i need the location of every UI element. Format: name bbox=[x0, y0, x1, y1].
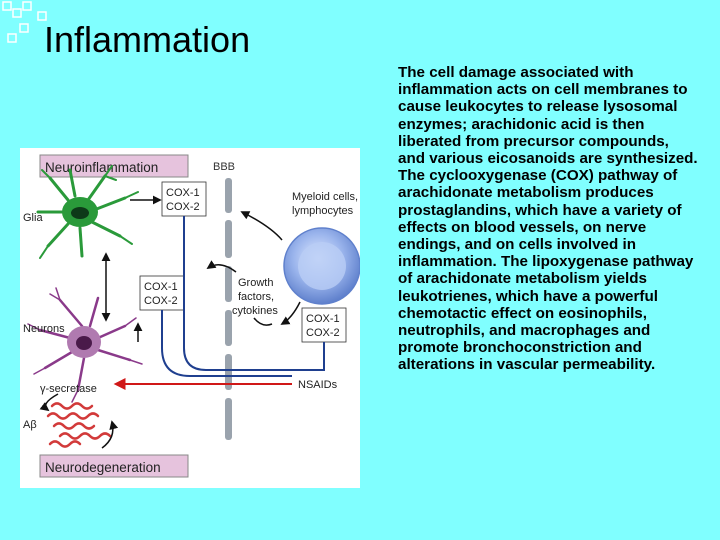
slide-title: Inflammation bbox=[44, 19, 251, 60]
bbb-segment bbox=[225, 266, 232, 302]
cox1-mid-label: COX-1 bbox=[144, 281, 178, 293]
neuroinflammation-label: Neuroinflammation bbox=[45, 160, 158, 175]
neuroinflammation-label-box bbox=[39, 154, 189, 178]
cox1-top-label: COX-1 bbox=[166, 187, 200, 199]
myeloid-label-line2: lymphocytes bbox=[292, 205, 354, 217]
cox2-right-label: COX-2 bbox=[306, 327, 340, 339]
neuroinflammation-figure: Neuroinflammation BBB Glia COX-1 COX-2 M… bbox=[20, 148, 361, 488]
cox-top-box bbox=[161, 181, 207, 217]
myeloid-label-line1: Myeloid cells, bbox=[292, 191, 358, 203]
growth-label-line3: cytokines bbox=[232, 305, 278, 317]
cox2-top-label: COX-2 bbox=[166, 201, 200, 213]
gamma-secretase-label: γ-secretase bbox=[40, 383, 97, 395]
bbb-segment bbox=[225, 398, 232, 440]
bbb-segment bbox=[225, 178, 232, 213]
abeta-label: Aβ bbox=[23, 419, 37, 431]
growth-label-line2: factors, bbox=[238, 291, 274, 303]
neurodegeneration-label: Neurodegeneration bbox=[45, 460, 161, 475]
cox-pathway-lines bbox=[161, 216, 325, 377]
neurodegeneration-label-box bbox=[39, 454, 189, 478]
glia-cell-icon bbox=[36, 165, 139, 259]
neurons-label: Neurons bbox=[23, 323, 65, 335]
cox2-mid-label: COX-2 bbox=[144, 295, 178, 307]
growth-label-line1: Growth bbox=[238, 277, 273, 289]
glia-label: Glia bbox=[23, 212, 43, 224]
cox-mid-box bbox=[139, 275, 185, 311]
interaction-arrows bbox=[39, 195, 301, 449]
abeta-aggregate-icon bbox=[46, 402, 112, 448]
slide-body-text: The cell damage associated with inflamma… bbox=[398, 64, 698, 374]
bbb-segment bbox=[225, 354, 232, 390]
bbb-label: BBB bbox=[213, 161, 235, 173]
cox1-right-label: COX-1 bbox=[306, 313, 340, 325]
nsaids-label: NSAIDs bbox=[298, 379, 338, 391]
neuron-cell-icon bbox=[27, 287, 143, 403]
bbb-segment bbox=[225, 220, 232, 258]
slide-corner-decoration bbox=[2, 1, 47, 43]
pathway-diagram: Neuroinflammation BBB Glia COX-1 COX-2 M… bbox=[23, 154, 361, 478]
bbb-segment bbox=[225, 310, 232, 346]
